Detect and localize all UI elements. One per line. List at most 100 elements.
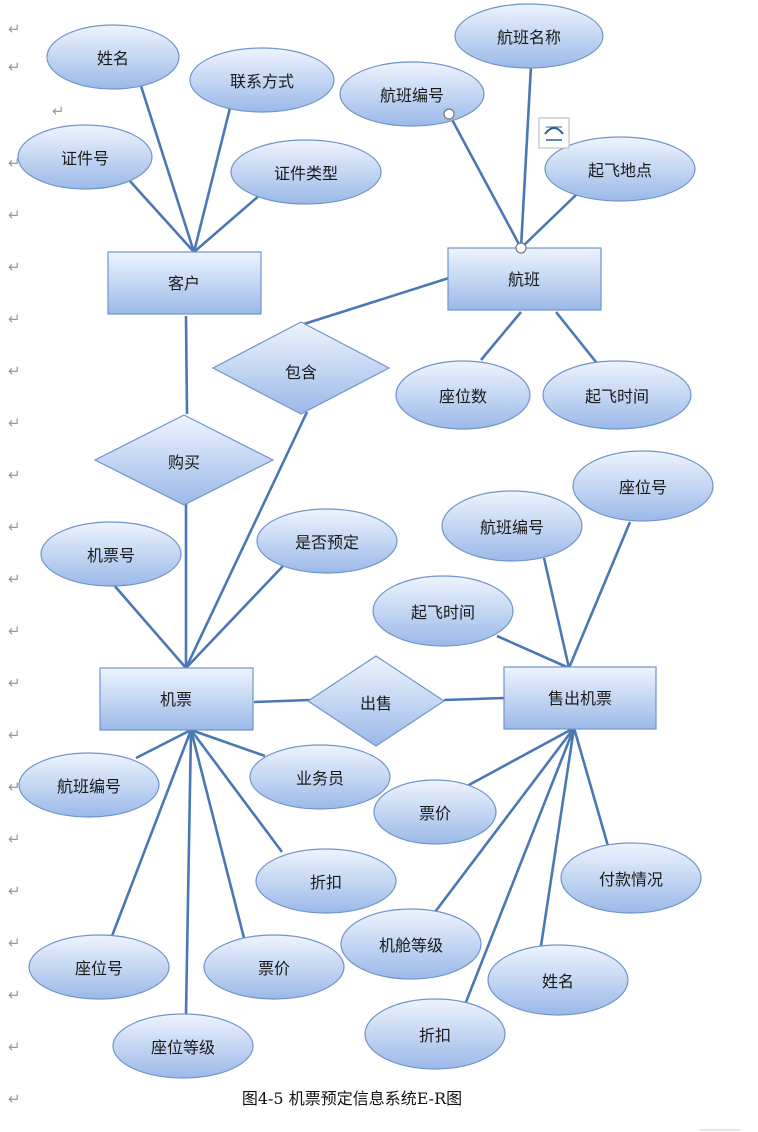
entity-customer-box[interactable] [107,251,262,315]
attr-customer-idtype[interactable] [230,139,382,205]
paragraph-mark: ↵ [8,258,21,276]
attr-label: 座位数 [439,387,487,406]
attr-label: 机舱等级 [379,936,443,955]
attr-label: 起飞时间 [585,387,649,406]
paragraph-mark: ↵ [8,1090,21,1108]
connector-flight-seats [480,311,522,361]
attr-label: 票价 [419,804,451,823]
attr-customer-idno[interactable] [17,124,153,190]
connector-sell-sold [443,696,505,702]
connector-ticket-no [112,583,187,669]
connector-customer-contact [192,103,233,253]
attr-label: 是否预定 [295,533,359,552]
attr-sold-name[interactable] [487,944,629,1016]
connector-sold-name [539,727,576,947]
attr-sold-discount[interactable] [364,998,506,1070]
attr-label: 座位等级 [151,1038,215,1057]
connector-ticket-flightno [135,728,192,760]
attr-ticket-seat[interactable] [28,934,170,1000]
attr-sold-cabin[interactable] [340,908,482,980]
attr-sold-flightno[interactable] [441,490,583,562]
attr-sold-seat[interactable] [572,450,714,522]
connector-customer-name [139,85,196,253]
entity-customer-label: 客户 [168,274,200,293]
attr-label: 付款情况 [599,870,663,889]
attr-customer-contact[interactable] [189,47,335,113]
attr-label: 起飞地点 [588,161,652,180]
attr-ticket-clerk[interactable] [249,744,391,810]
attr-label: 票价 [258,959,290,978]
paragraph-mark: ↵ [8,414,21,432]
connector-customer-buy [184,315,189,415]
attr-ticket-no[interactable] [40,521,182,587]
connector-lines [110,65,632,1015]
attr-label: 座位号 [75,959,123,978]
paragraph-mark: ↵ [8,934,21,952]
attr-label: 联系方式 [230,72,294,91]
connector-flight-time [554,311,598,363]
attributes [17,3,714,1079]
entity-sold-box[interactable] [503,666,657,730]
paragraph-mark: ↵ [8,362,21,380]
labels: 客户 航班 机票 售出机票 包含 购买 出售 姓名 联系方式 证件号 证件类型 … [57,28,667,1057]
connector-sold-payment [572,727,610,847]
attr-label: 折扣 [419,1026,451,1045]
attr-label: 姓名 [97,49,129,68]
entity-flight-box[interactable] [447,247,602,311]
attr-sold-price[interactable] [373,779,497,845]
paragraph-mark: ↵ [8,466,21,484]
connector-ticket-clerk [190,728,266,758]
entity-ticket-box[interactable] [99,667,254,731]
relationship-contains-label: 包含 [285,363,317,382]
attr-ticket-seatclass[interactable] [112,1013,254,1079]
attr-ticket-price[interactable] [203,934,345,1000]
attr-flight-time[interactable] [542,360,692,430]
connector-customer-idno [128,179,195,253]
connector-flight-no [447,113,523,249]
paragraph-mark: ↵ [8,518,21,536]
paragraph-mark: ↵ [8,830,21,848]
attr-label: 航班编号 [57,777,121,796]
paragraph-mark: ↵ [8,20,21,38]
entities [99,247,657,731]
paragraph-mark: ↵ [8,206,21,224]
attr-label: 机票号 [87,546,135,565]
connector-ticket-sell [253,698,311,704]
attr-flight-origin[interactable] [544,136,696,202]
connector-flight-contains [303,276,450,326]
attr-flight-seats[interactable] [395,360,531,430]
entity-sold-label: 售出机票 [548,689,612,708]
layout-options-icon[interactable] [538,117,570,149]
selection-handle[interactable] [443,108,455,120]
figure-caption: 图4-5 机票预定信息系统E-R图 [242,1089,462,1108]
attr-label: 起飞时间 [411,603,475,622]
attr-label: 业务员 [296,769,344,788]
attr-sold-time[interactable] [372,575,514,647]
relationship-buy-diamond[interactable] [93,414,275,506]
paragraph-mark: ↵ [8,882,21,900]
selection-handle[interactable] [515,242,527,254]
connector-sold-flightno [542,557,571,669]
attr-flight-name[interactable] [454,3,604,69]
attr-ticket-reserved[interactable] [256,508,398,574]
paragraph-mark: ↵ [8,778,21,796]
attr-label: 航班编号 [480,518,544,537]
paragraph-mark: ↵ [8,154,21,172]
paragraph-mark: ↵ [8,1038,21,1056]
connector-flight-name [519,65,533,249]
attr-sold-payment[interactable] [560,842,702,914]
selection-overlay [443,108,570,254]
relationship-contains-diamond[interactable] [211,321,391,415]
connector-ticket-discount [189,729,284,853]
paragraph-mark: ↵ [8,570,21,588]
connector-ticket-seat [110,729,193,937]
relationship-sell-diamond[interactable] [306,655,446,747]
attr-label: 航班编号 [380,86,444,105]
attr-customer-name[interactable] [46,24,180,90]
entity-flight-label: 航班 [508,270,540,289]
attr-ticket-discount[interactable] [255,848,397,914]
attr-label: 姓名 [542,972,574,991]
connector-sold-cabin [433,727,576,913]
connector-sold-price [466,726,575,788]
attr-ticket-flightno[interactable] [18,752,160,818]
